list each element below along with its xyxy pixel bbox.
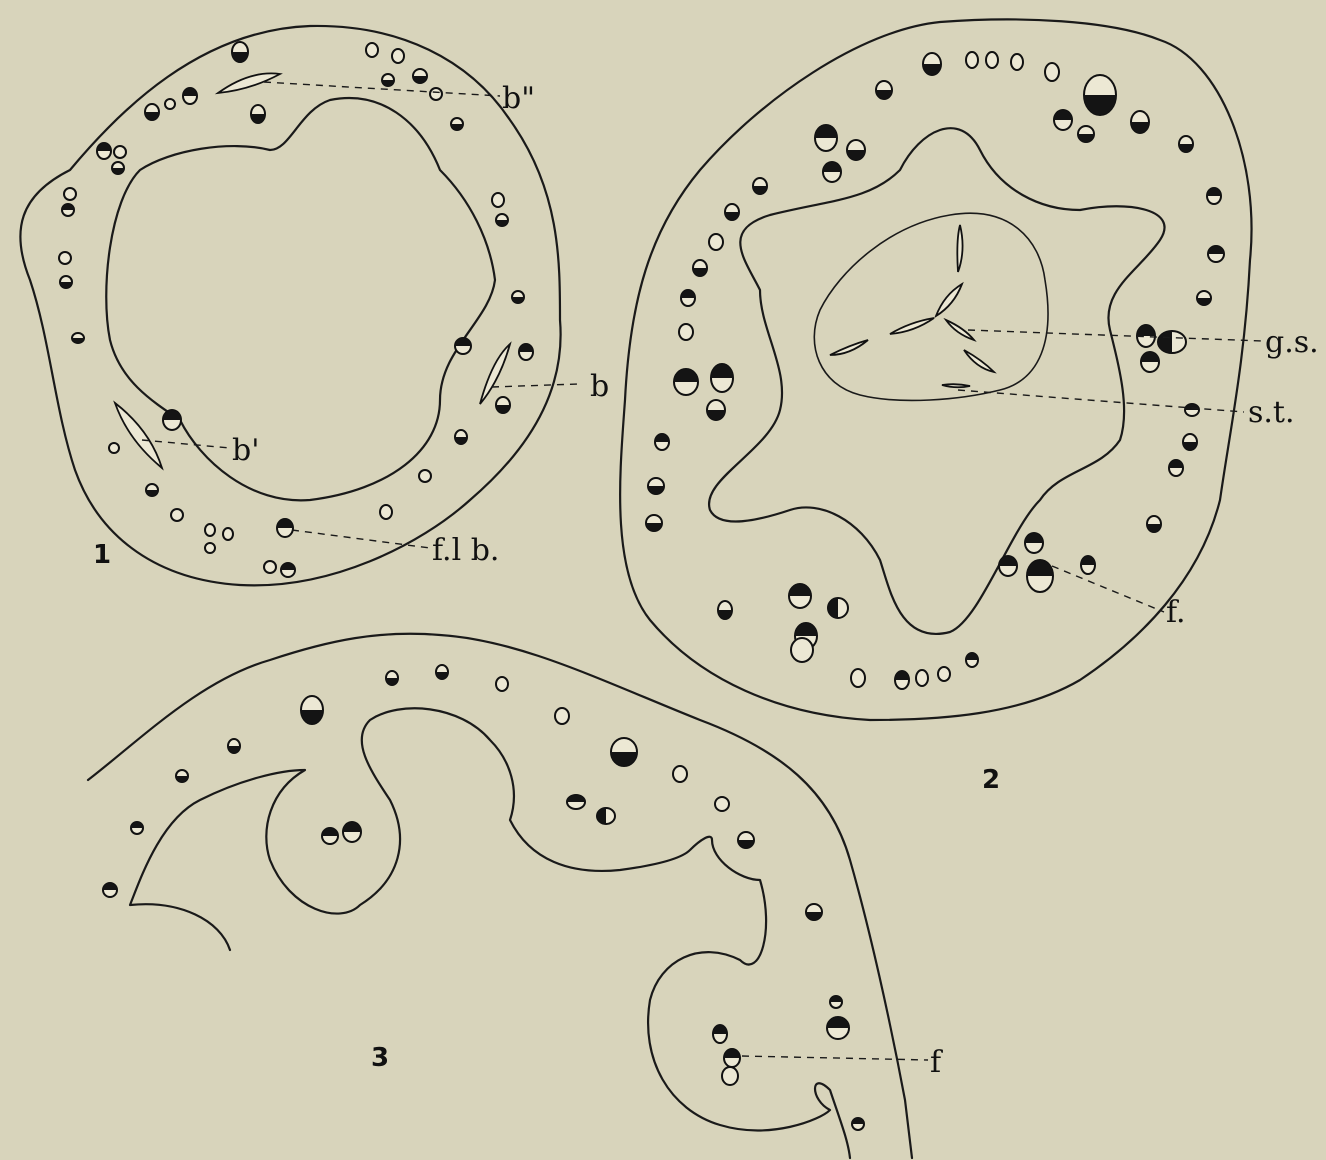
panel-number-2: 2 <box>982 765 1000 795</box>
leader-f <box>742 1056 928 1060</box>
figure-2-inner-outline <box>709 128 1164 634</box>
leader-f-dot <box>1052 566 1164 612</box>
label-gs: g.s. <box>1265 325 1319 360</box>
label-b-prime: b' <box>232 433 259 468</box>
central-lens <box>964 350 994 372</box>
central-lens <box>830 340 868 355</box>
label-b-double-prime: b" <box>502 81 535 116</box>
label-f-dot: f. <box>1166 595 1186 630</box>
figure-2-central-cylinder <box>814 213 1048 400</box>
figure-3-outer-outline <box>88 634 912 1158</box>
spicule-b-double-prime <box>218 73 280 93</box>
label-flb: f.l b. <box>432 533 499 568</box>
leader-gs <box>968 330 1262 341</box>
leader-b-double-prime <box>264 82 500 96</box>
central-lens <box>942 384 970 387</box>
leader-b <box>492 384 578 387</box>
figure-3-inner-outline <box>130 708 850 1158</box>
figure-1: b" b b' f.l b. 1 <box>20 26 609 585</box>
leader-b-prime <box>142 440 230 448</box>
central-lens <box>890 318 934 334</box>
figure-1-outer-outline <box>20 26 560 585</box>
central-lens <box>936 284 962 316</box>
panel-number-3: 3 <box>371 1043 389 1073</box>
label-st: s.t. <box>1248 395 1295 430</box>
leader-st <box>958 390 1244 412</box>
figure-1-bundles <box>59 42 533 577</box>
figure-2: g.s. s.t. f. 2 <box>620 19 1319 795</box>
leader-flb <box>292 530 430 548</box>
figure-1-inner-outline <box>106 98 495 500</box>
label-f: f <box>930 1045 943 1080</box>
spicule-b <box>480 344 510 404</box>
spicule-b-prime <box>115 403 162 468</box>
central-lens <box>957 225 962 272</box>
panel-number-1: 1 <box>93 540 111 570</box>
label-b: b <box>590 369 609 404</box>
figure-2-bundles <box>646 52 1224 689</box>
